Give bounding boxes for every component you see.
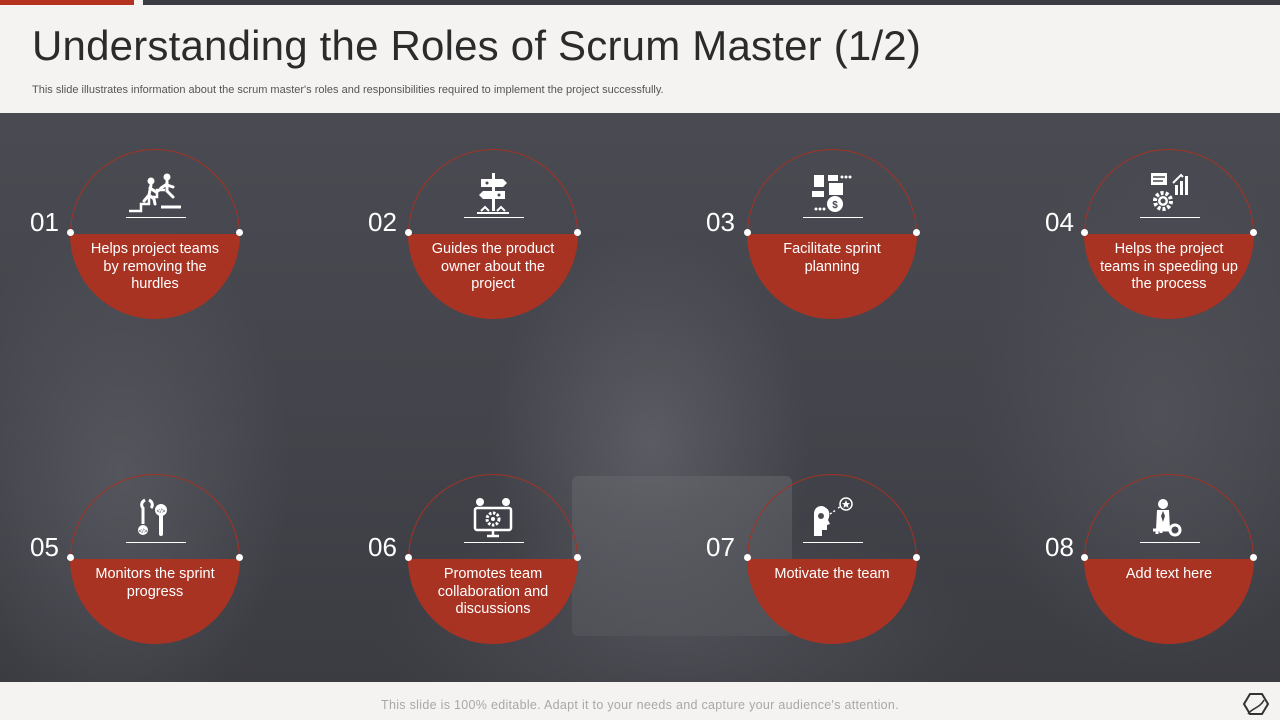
ring-dot-left xyxy=(67,229,74,236)
ring-dot-right xyxy=(1250,229,1257,236)
icon-underline xyxy=(1140,542,1200,543)
team-monitor-icon xyxy=(473,498,513,538)
code-tools-icon: </> </> xyxy=(138,498,167,536)
signpost-icon xyxy=(477,173,509,214)
role-number-02: 02 xyxy=(368,207,397,237)
ring-dot-right xyxy=(574,554,581,561)
person-key-icon xyxy=(1153,499,1182,537)
slide-title: Understanding the Roles of Scrum Master … xyxy=(32,22,922,69)
role-card-04: Helps the project teams in speeding up t… xyxy=(1081,149,1257,319)
role-text-06: Promotes team collaboration and discussi… xyxy=(437,566,549,617)
role-card-02: Guides the product owner about the proje… xyxy=(405,149,581,319)
icon-underline xyxy=(126,542,186,543)
ring-dot-left xyxy=(744,229,751,236)
svg-text:</>: </> xyxy=(139,529,148,535)
role-text-08: Add text here xyxy=(1125,566,1213,582)
role-number-06: 06 xyxy=(368,532,397,562)
ring-dot-right xyxy=(913,554,920,561)
top-accent-bar-dark xyxy=(143,0,1280,5)
role-text-05: Monitors the sprint progress xyxy=(95,566,215,600)
role-text-02: Guides the product owner about the proje… xyxy=(431,241,555,292)
slide-subtitle: This slide illustrates information about… xyxy=(32,84,664,96)
role-card-01: Helps project teams by removing the hurd… xyxy=(67,149,243,319)
footer-note: This slide is 100% editable. Adapt it to… xyxy=(381,698,899,712)
brand-logo-icon xyxy=(1242,693,1270,715)
svg-text:$: $ xyxy=(832,200,838,211)
ring-dot-right xyxy=(236,554,243,561)
top-accent-bar-red xyxy=(0,0,134,5)
icon-underline xyxy=(803,542,863,543)
gear-growth-icon xyxy=(1151,173,1188,211)
ring-dot-right xyxy=(236,229,243,236)
icon-underline xyxy=(1140,217,1200,218)
role-text-03: Facilitate sprint planning xyxy=(783,241,881,275)
role-card-06: Promotes team collaboration and discussi… xyxy=(405,474,581,644)
svg-text:</>: </> xyxy=(157,509,166,515)
ring-dot-left xyxy=(1081,554,1088,561)
ring-dot-left xyxy=(405,554,412,561)
ring-dot-left xyxy=(1081,229,1088,236)
role-text-01: Helps project teams by removing the hurd… xyxy=(90,241,220,292)
head-star-icon xyxy=(814,497,853,536)
climbing-stairs-icon xyxy=(129,173,181,213)
role-text-04: Helps the project teams in speeding up t… xyxy=(1100,241,1238,292)
icon-underline xyxy=(464,217,524,218)
icon-underline xyxy=(464,542,524,543)
role-number-04: 04 xyxy=(1045,207,1074,237)
icon-underline xyxy=(126,217,186,218)
ring-dot-right xyxy=(913,229,920,236)
ring-dot-left xyxy=(744,554,751,561)
role-number-07: 07 xyxy=(706,532,735,562)
ring-dot-left xyxy=(405,229,412,236)
role-card-03: $ Facilitate sprint planning xyxy=(744,149,920,319)
role-number-03: 03 xyxy=(706,207,735,237)
role-card-05: </> </> Monitors the sprint progress xyxy=(67,474,243,644)
role-card-08: Add text here xyxy=(1081,474,1257,644)
role-number-08: 08 xyxy=(1045,532,1074,562)
icon-underline xyxy=(803,217,863,218)
role-number-05: 05 xyxy=(30,532,59,562)
ring-dot-left xyxy=(67,554,74,561)
role-text-07: Motivate the team xyxy=(774,566,890,582)
ring-dot-right xyxy=(1250,554,1257,561)
planning-money-icon: $ xyxy=(812,175,852,212)
role-number-01: 01 xyxy=(30,207,59,237)
ring-dot-right xyxy=(574,229,581,236)
role-card-07: Motivate the team xyxy=(744,474,920,644)
